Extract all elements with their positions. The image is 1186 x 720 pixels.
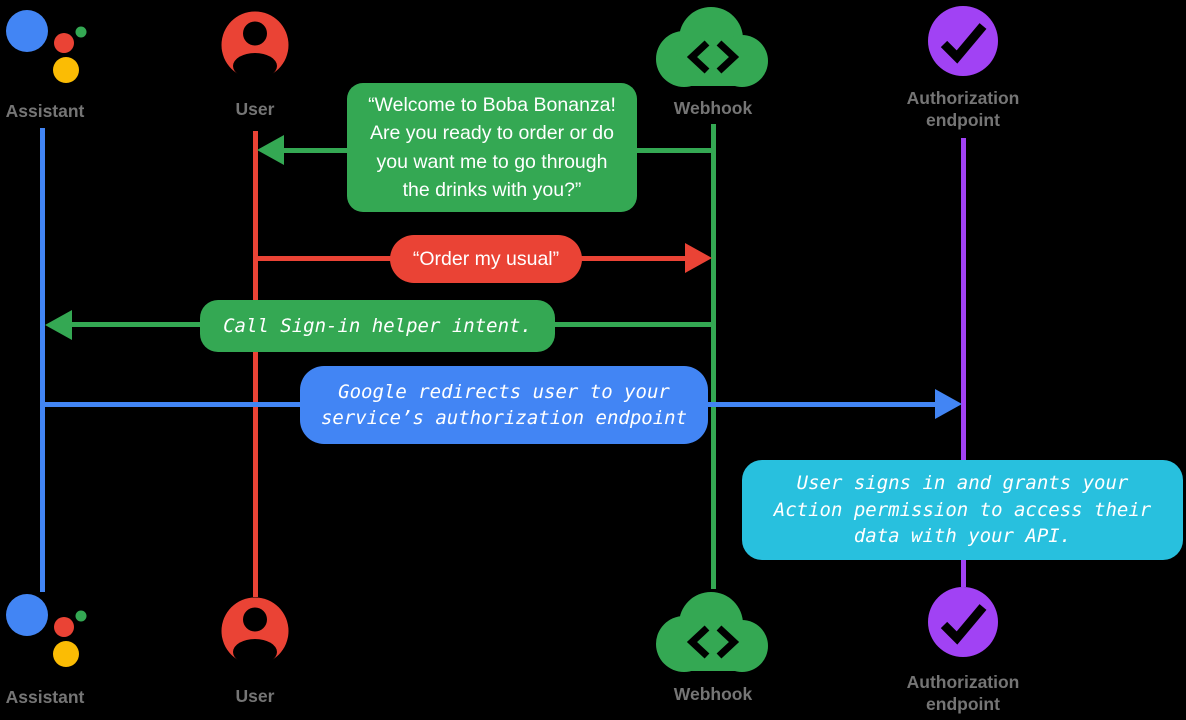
- assistant-label: Assistant: [5, 687, 85, 707]
- message-order-bubble: “Order my usual”: [390, 235, 582, 283]
- google-assistant-icon: [6, 594, 87, 667]
- message-line: Google redirects user to your: [338, 380, 670, 403]
- message-line: the drinks with you?”: [402, 179, 582, 201]
- user-label: User: [235, 99, 275, 119]
- message-line: Are you ready to order or do: [370, 122, 614, 144]
- auth-endpoint-label-line2: endpoint: [926, 110, 1000, 130]
- arrowhead-right-icon: [935, 389, 962, 419]
- message-signin-helper-bubble: Call Sign-in helper intent.: [200, 300, 555, 352]
- person-icon: [221, 597, 289, 665]
- auth-endpoint-label-line2: endpoint: [926, 694, 1000, 714]
- message-welcome-bubble: “Welcome to Boba Bonanza! Are you ready …: [347, 83, 637, 212]
- message-line: data with your API.: [853, 525, 1072, 548]
- auth-endpoint-label: Authorization endpoint: [907, 87, 1020, 131]
- message-line: Action permission to access their: [773, 498, 1152, 521]
- note-user-signs-in-bubble: User signs in and grants your Action per…: [742, 460, 1183, 560]
- user-lifeline: [253, 131, 258, 597]
- webhook-label: Webhook: [673, 98, 753, 118]
- cloud-code-icon: [656, 592, 768, 672]
- google-assistant-icon: [6, 10, 87, 83]
- user-label: User: [235, 686, 275, 706]
- checkmark-circle-icon: [928, 587, 998, 657]
- webhook-label: Webhook: [673, 684, 753, 704]
- auth-endpoint-label-line1: Authorization: [906, 88, 1020, 108]
- message-line: you want me to go through: [376, 150, 608, 173]
- checkmark-circle-icon: [928, 6, 998, 76]
- assistant-lifeline: [40, 128, 45, 592]
- arrowhead-left-icon: [257, 135, 284, 165]
- message-redirect-bubble: Google redirects user to your service’s …: [300, 366, 708, 444]
- arrowhead-left-icon: [45, 310, 72, 340]
- webhook-lifeline: [711, 124, 716, 589]
- person-icon: [221, 11, 289, 79]
- auth-endpoint-label-line1: Authorization: [906, 672, 1020, 692]
- message-line: User signs in and grants your: [796, 472, 1129, 495]
- message-line: “Welcome to Boba Bonanza!: [368, 93, 616, 116]
- message-line: service’s authorization endpoint: [320, 407, 688, 429]
- cloud-code-icon: [656, 7, 768, 87]
- message-line: Call Sign-in helper intent.: [223, 314, 532, 337]
- arrowhead-right-icon: [685, 243, 712, 273]
- assistant-label: Assistant: [5, 101, 85, 121]
- auth-endpoint-lifeline: [961, 138, 966, 587]
- message-line: “Order my usual”: [412, 247, 560, 270]
- auth-endpoint-label: Authorization endpoint: [907, 671, 1020, 715]
